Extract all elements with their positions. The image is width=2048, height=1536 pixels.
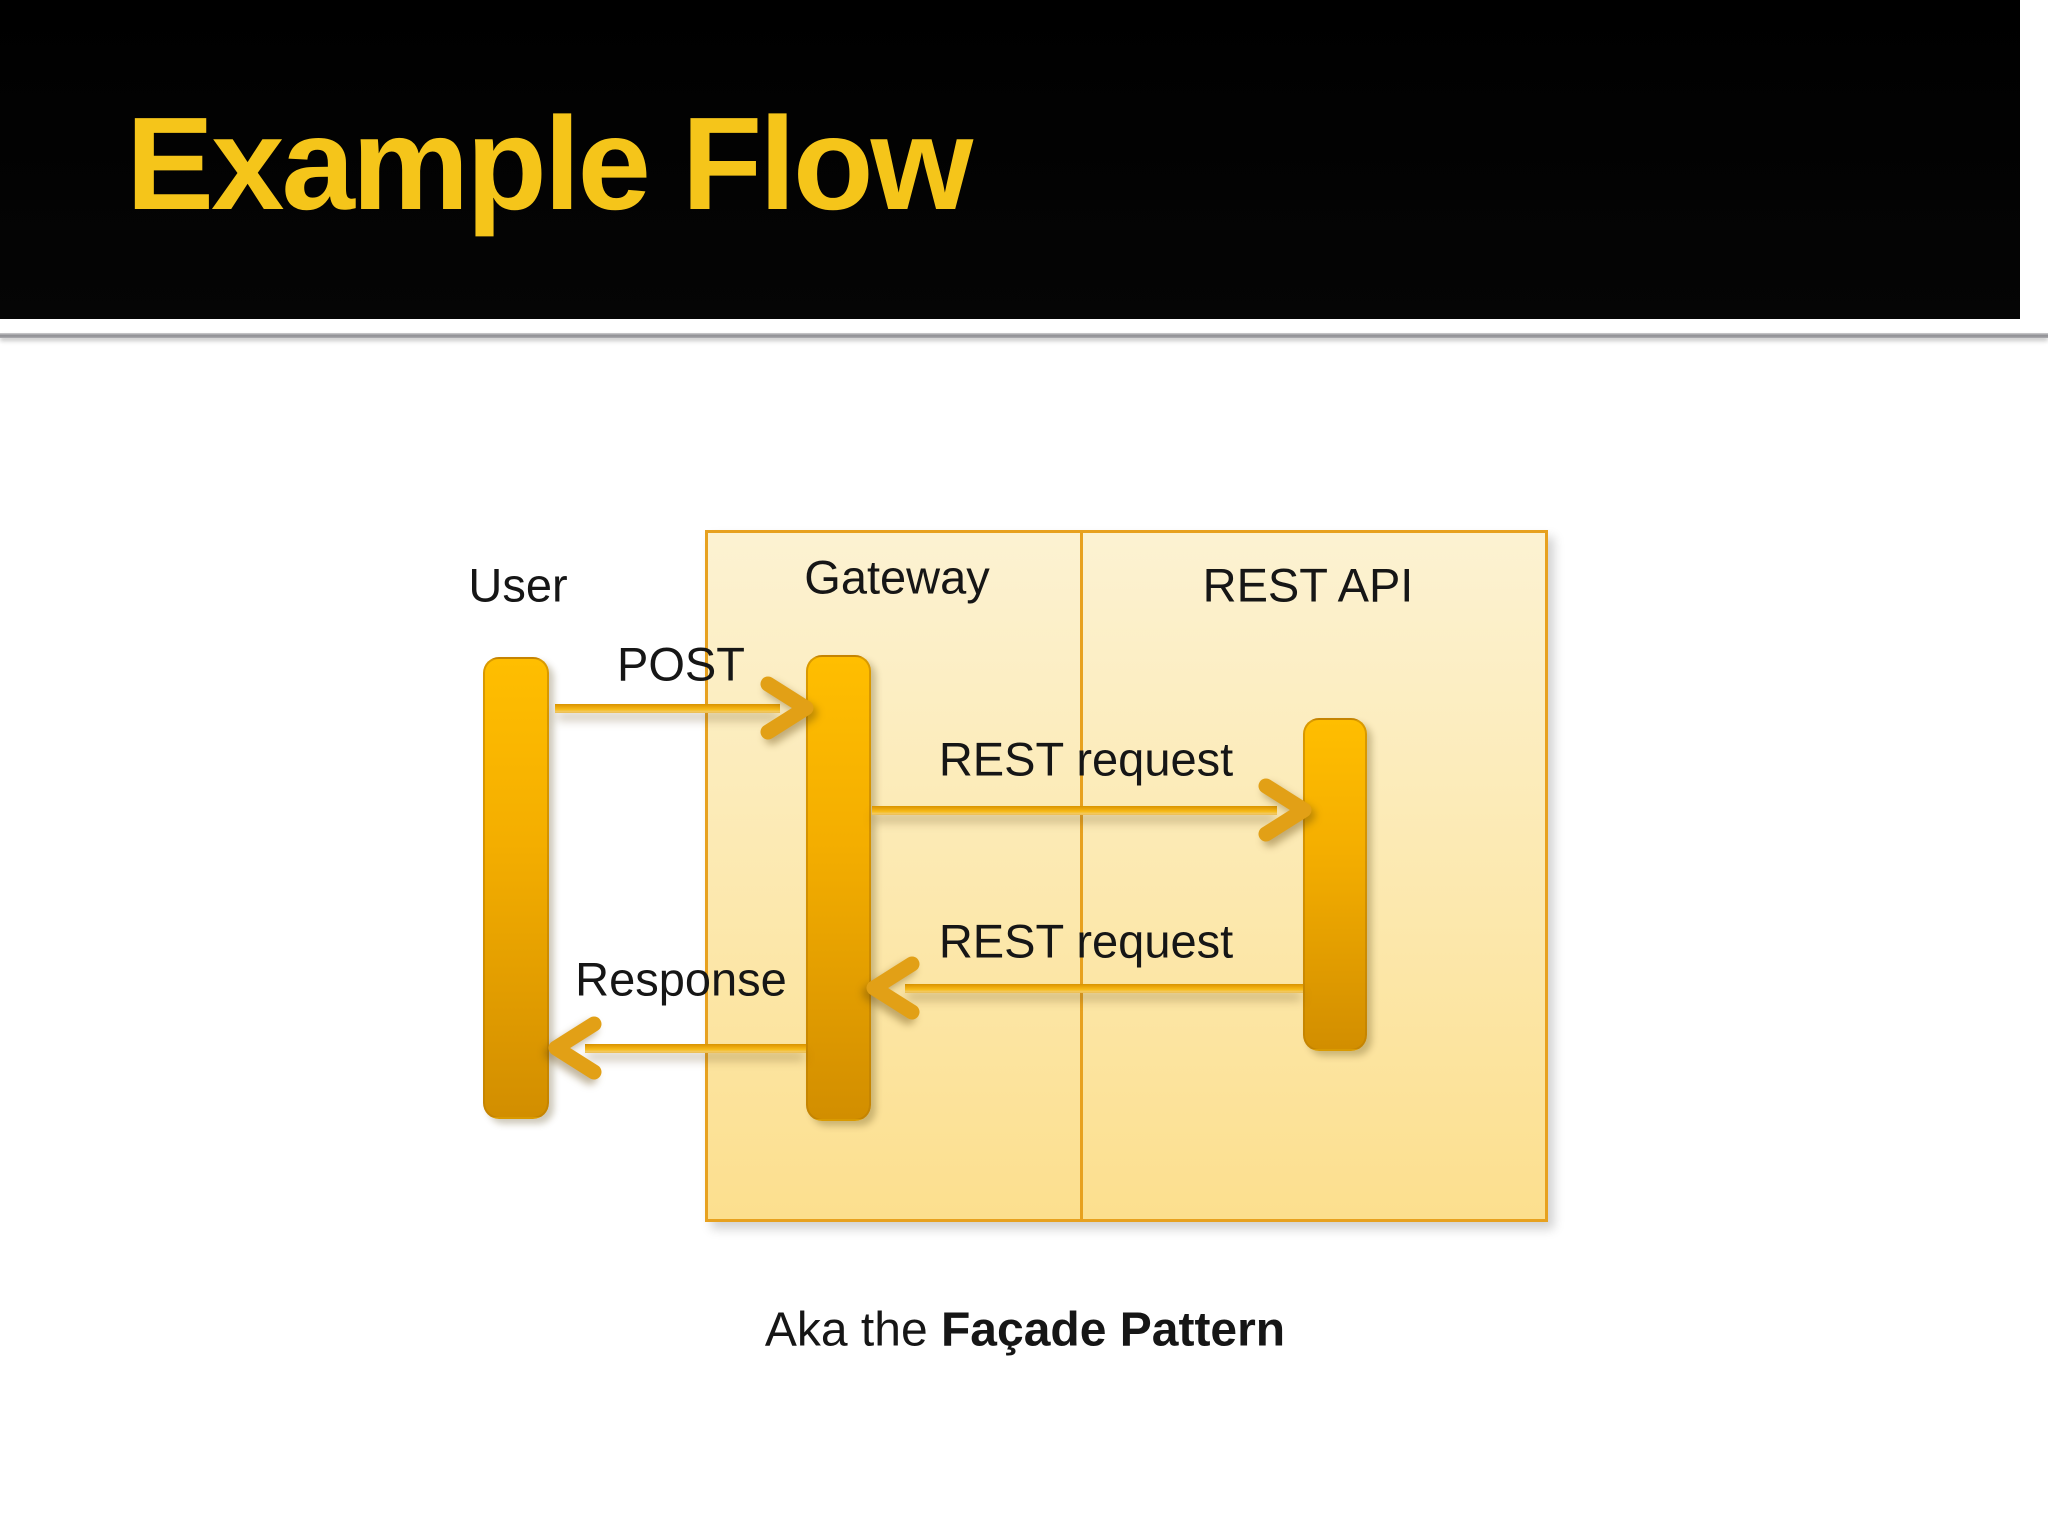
lifeline-bar-gateway [806, 655, 871, 1121]
message-label-post: POST [617, 637, 745, 691]
arrow-shaft-rest-request-2 [905, 984, 1303, 993]
message-label-response: Response [575, 952, 787, 1006]
arrow-head-right-icon [1258, 778, 1312, 842]
page-title: Example Flow [126, 90, 973, 237]
message-label-rest-request-1: REST request [938, 732, 1234, 786]
arrow-head-left-icon [866, 956, 920, 1020]
actor-label-rest-api: REST API [1202, 558, 1414, 612]
actor-label-gateway: Gateway [804, 550, 990, 604]
message-label-rest-request-2: REST request [938, 914, 1234, 968]
caption-facade-pattern: Façade Pattern [940, 1303, 1286, 1357]
arrow-head-left-icon [548, 1016, 602, 1080]
header-bar [0, 0, 2020, 319]
caption: Aka the Façade Pattern [765, 1303, 1285, 1358]
panel-column-divider [1080, 533, 1083, 1219]
lifeline-bar-rest-api [1303, 718, 1367, 1051]
header-divider-line [0, 333, 2048, 338]
arrow-shaft-response [585, 1044, 806, 1053]
arrow-shaft-rest-request-1 [872, 806, 1277, 815]
arrow-shaft-post [555, 704, 780, 713]
caption-prefix: Aka the [764, 1303, 941, 1357]
actor-label-user: User [468, 558, 568, 612]
arrow-head-right-icon [760, 676, 814, 740]
lifeline-bar-user [483, 657, 549, 1119]
